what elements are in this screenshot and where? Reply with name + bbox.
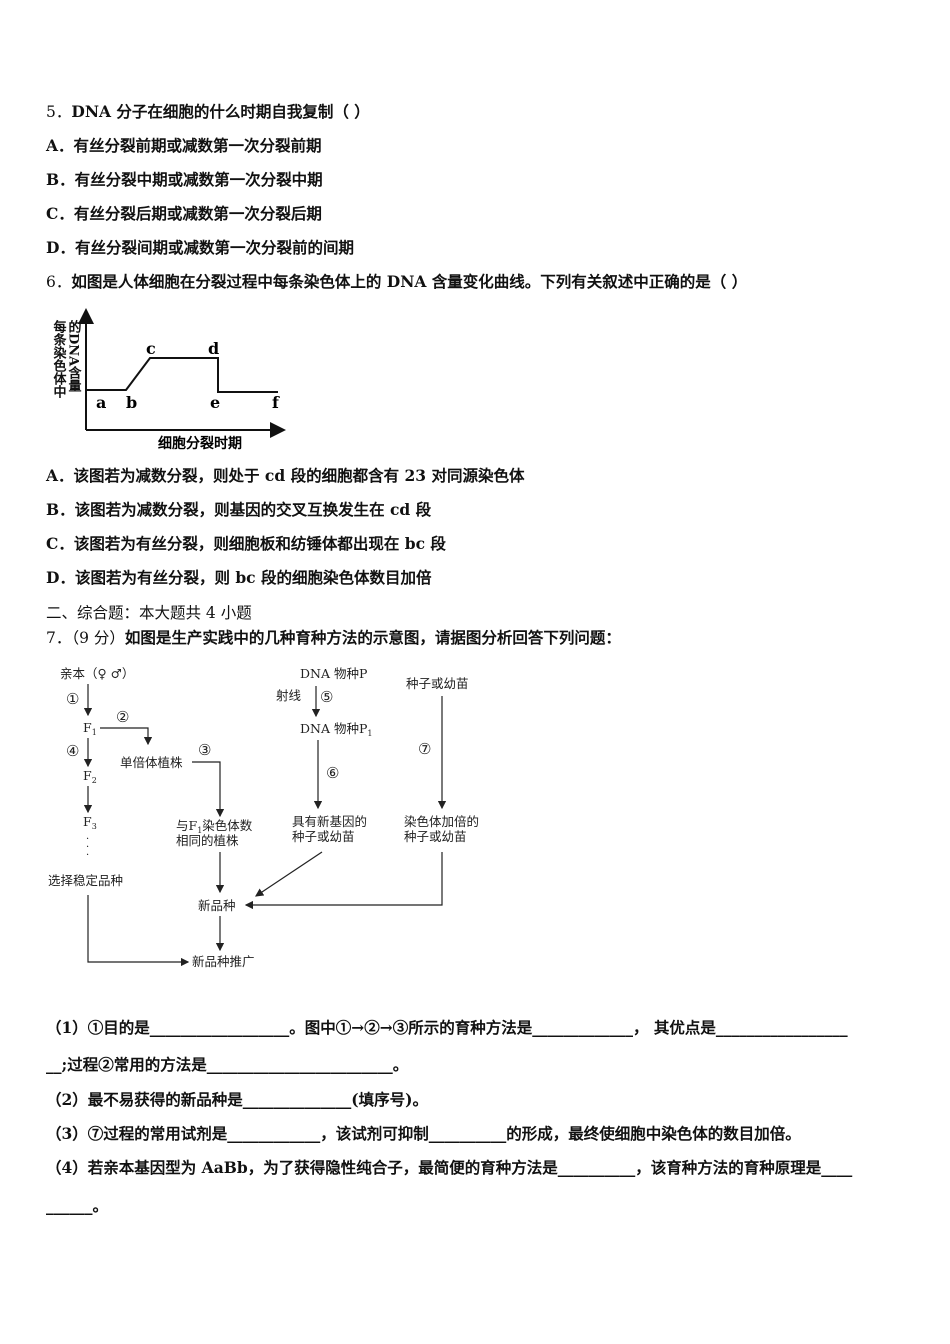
parent-label: 亲本（♀ ♂） [60,666,134,681]
radiation-label: 射线 [276,688,302,703]
point-e: e [210,393,220,412]
q7-number: 7．（9 分） [46,629,125,647]
q7-stem: 7．（9 分）如图是生产实践中的几种育种方法的示意图，请据图分析回答下列问题： [46,628,621,648]
q6-dna-graph: 每条染色体中 的DNA含量 a b c d e f 细胞分裂时期 [51,308,286,452]
step-2: ② [116,708,129,726]
svg-text:·: · [86,850,89,861]
promote-label: 新品种推广 [192,954,255,969]
q5-option-d: D．有丝分裂间期或减数第一次分裂前的间期 [46,238,354,257]
q7-question-1-cont: __;过程②常用的方法是________________________。 [46,1055,409,1074]
doubled-label-2: 种子或幼苗 [404,829,467,844]
step-7: ⑦ [418,740,431,758]
q7-breeding-diagram: 亲本（♀ ♂） ① F1 ④ F2 F3 · · · 选择稳定品种 新品种推广 … [48,666,479,969]
q6-number: 6． [46,273,72,291]
point-d: d [208,339,219,358]
q5-stem: 5．DNA 分子在细胞的什么时期自我复制（ ） [46,102,370,122]
q6-option-d: D．该图若为有丝分裂，则 bc 段的细胞染色体数目加倍 [46,568,432,587]
point-b: b [126,393,137,412]
step-5: ⑤ [320,688,333,706]
q7-stem-text: 如图是生产实践中的几种育种方法的示意图，请据图分析回答下列问题： [124,628,621,647]
dna-p1-label: DNA 物种P1 [300,721,372,738]
q7-question-4: （4）若亲本基因型为 AaBb，为了获得隐性纯合子，最简便的育种方法是_____… [46,1158,853,1177]
point-c: c [146,339,156,358]
q7-question-2: （2）最不易获得的新品种是______________(填序号)。 [46,1090,428,1109]
f1-label: F1 [83,720,97,737]
dna-content-curve [86,357,278,393]
q5-stem-text: DNA 分子在细胞的什么时期自我复制（ ） [71,102,370,121]
svg-text:·: · [86,842,89,853]
f3-label: F3 [83,814,97,831]
q6-stem: 6．如图是人体细胞在分裂过程中每条染色体上的 DNA 含量变化曲线。下列有关叙述… [46,272,747,292]
new-gene-label-2: 种子或幼苗 [292,829,355,844]
select-stable-label: 选择稳定品种 [48,873,123,888]
same-as-f1-label: 与F1染色体数 [176,818,253,835]
new-variety-label: 新品种 [198,898,236,913]
haploid-label: 单倍体植株 [120,755,183,770]
step-4: ④ [66,742,79,760]
point-a: a [96,393,106,412]
q5-option-b: B．有丝分裂中期或减数第一次分裂中期 [46,170,323,189]
q7-question-3: （3）⑦过程的常用试剂是____________，该试剂可抑制_________… [46,1124,801,1143]
q5-option-a: A．有丝分裂前期或减数第一次分裂前期 [46,136,322,155]
x-axis-label: 细胞分裂时期 [158,435,242,452]
step-6: ⑥ [326,764,339,782]
dna-p-label: DNA 物种P [300,666,367,681]
q7-question-1: （1）①目的是__________________。图中①→②→③所示的育种方法… [46,1018,848,1037]
q6-option-c: C．该图若为有丝分裂，则细胞板和纺锤体都出现在 bc 段 [46,534,446,553]
new-gene-label-1: 具有新基因的 [292,814,367,829]
q5-number: 5． [46,103,72,121]
section-2-heading: 二、综合题：本大题共 4 小题 [46,604,252,622]
y-label-col1: 每条染色体中 [51,319,68,399]
q6-stem-text: 如图是人体细胞在分裂过程中每条染色体上的 DNA 含量变化曲线。下列有关叙述中正… [71,272,748,291]
q6-option-b: B．该图若为减数分裂，则基因的交叉互换发生在 cd 段 [46,500,432,519]
point-f: f [272,393,280,412]
same-as-f1-label-2: 相同的植株 [176,833,239,848]
doubled-label-1: 染色体加倍的 [404,814,479,829]
step-3: ③ [198,741,211,759]
ellipsis-dots: · [86,834,89,845]
q6-option-a: A．该图若为减数分裂，则处于 cd 段的细胞都含有 23 对同源染色体 [46,466,525,485]
y-label-col2: 的DNA含量 [66,319,83,393]
seed-top-label: 种子或幼苗 [406,676,469,691]
step-1: ① [66,690,79,708]
q7-question-4-cont: ______。 [46,1196,109,1215]
f2-label: F2 [83,768,97,785]
q5-option-c: C．有丝分裂后期或减数第一次分裂后期 [46,204,322,223]
